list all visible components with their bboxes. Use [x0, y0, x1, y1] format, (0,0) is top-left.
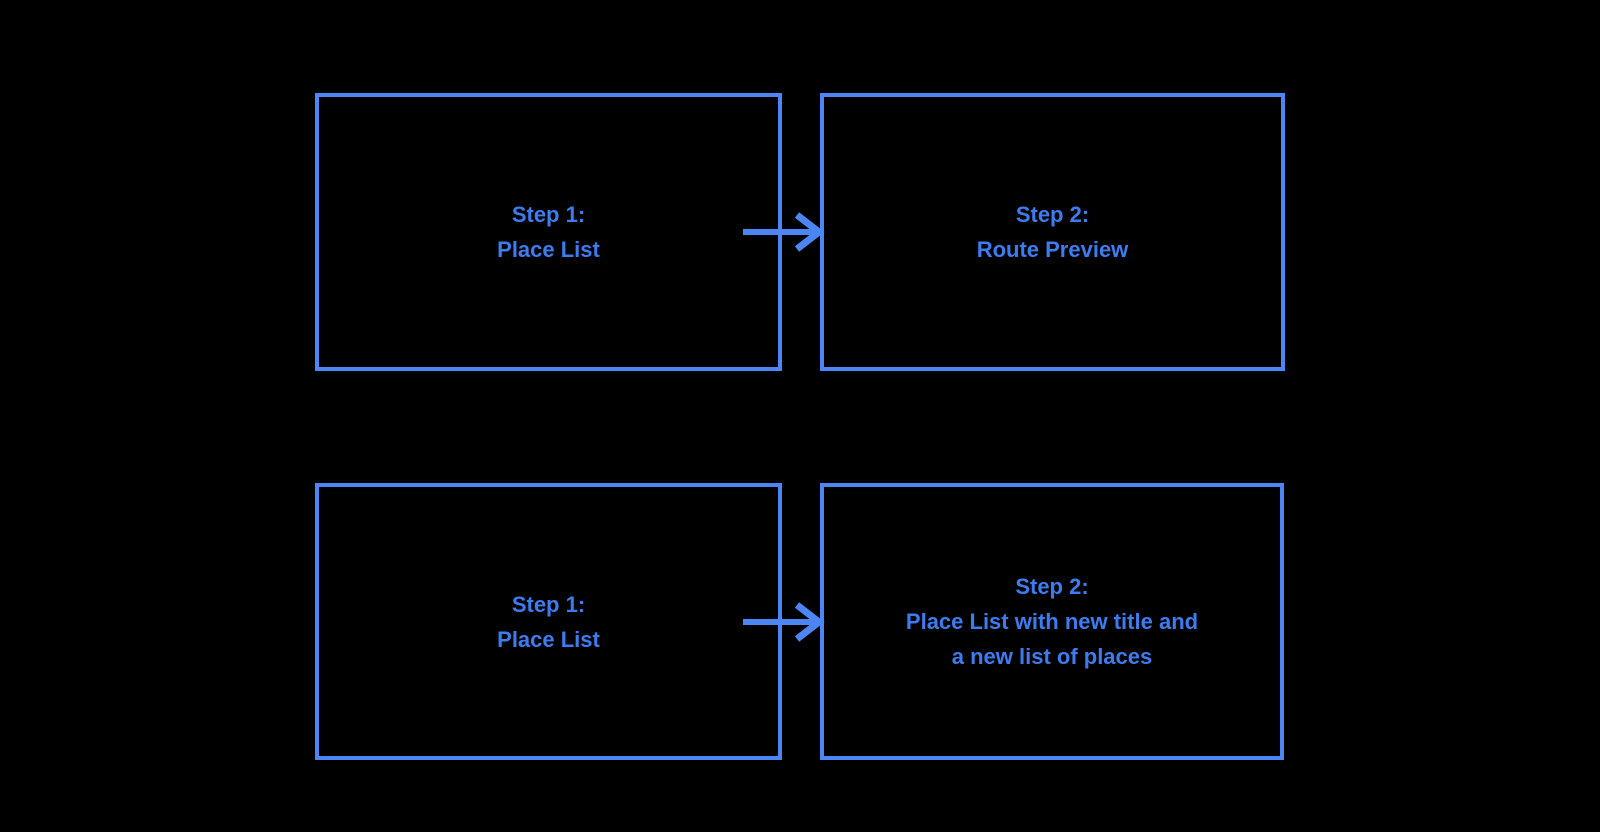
flow-box-step1-top: Step 1: Place List: [315, 93, 782, 371]
box-label-line: Place List: [497, 626, 600, 652]
box-label-line: Step 1:: [511, 591, 586, 617]
box-label-line: Route Preview: [976, 237, 1129, 262]
box-label-line: Step 2:: [1015, 202, 1090, 227]
right-arrow-icon: [743, 602, 825, 642]
box-label-line: Step 1:: [511, 202, 586, 227]
box-label-line: Place List: [497, 237, 600, 262]
flow-box-step1-bottom: Step 1: Place List: [315, 483, 782, 760]
box-label-line: Step 2:: [1015, 574, 1089, 599]
flow-box-step2-top: Step 2: Route Preview: [820, 93, 1285, 371]
right-arrow-icon: [743, 212, 825, 252]
box-label-line: a new list of places: [951, 644, 1153, 669]
box-label-line: Place List with new title and: [905, 609, 1199, 634]
flow-box-step2-bottom: Step 2: Place List with new title and a …: [820, 483, 1284, 760]
